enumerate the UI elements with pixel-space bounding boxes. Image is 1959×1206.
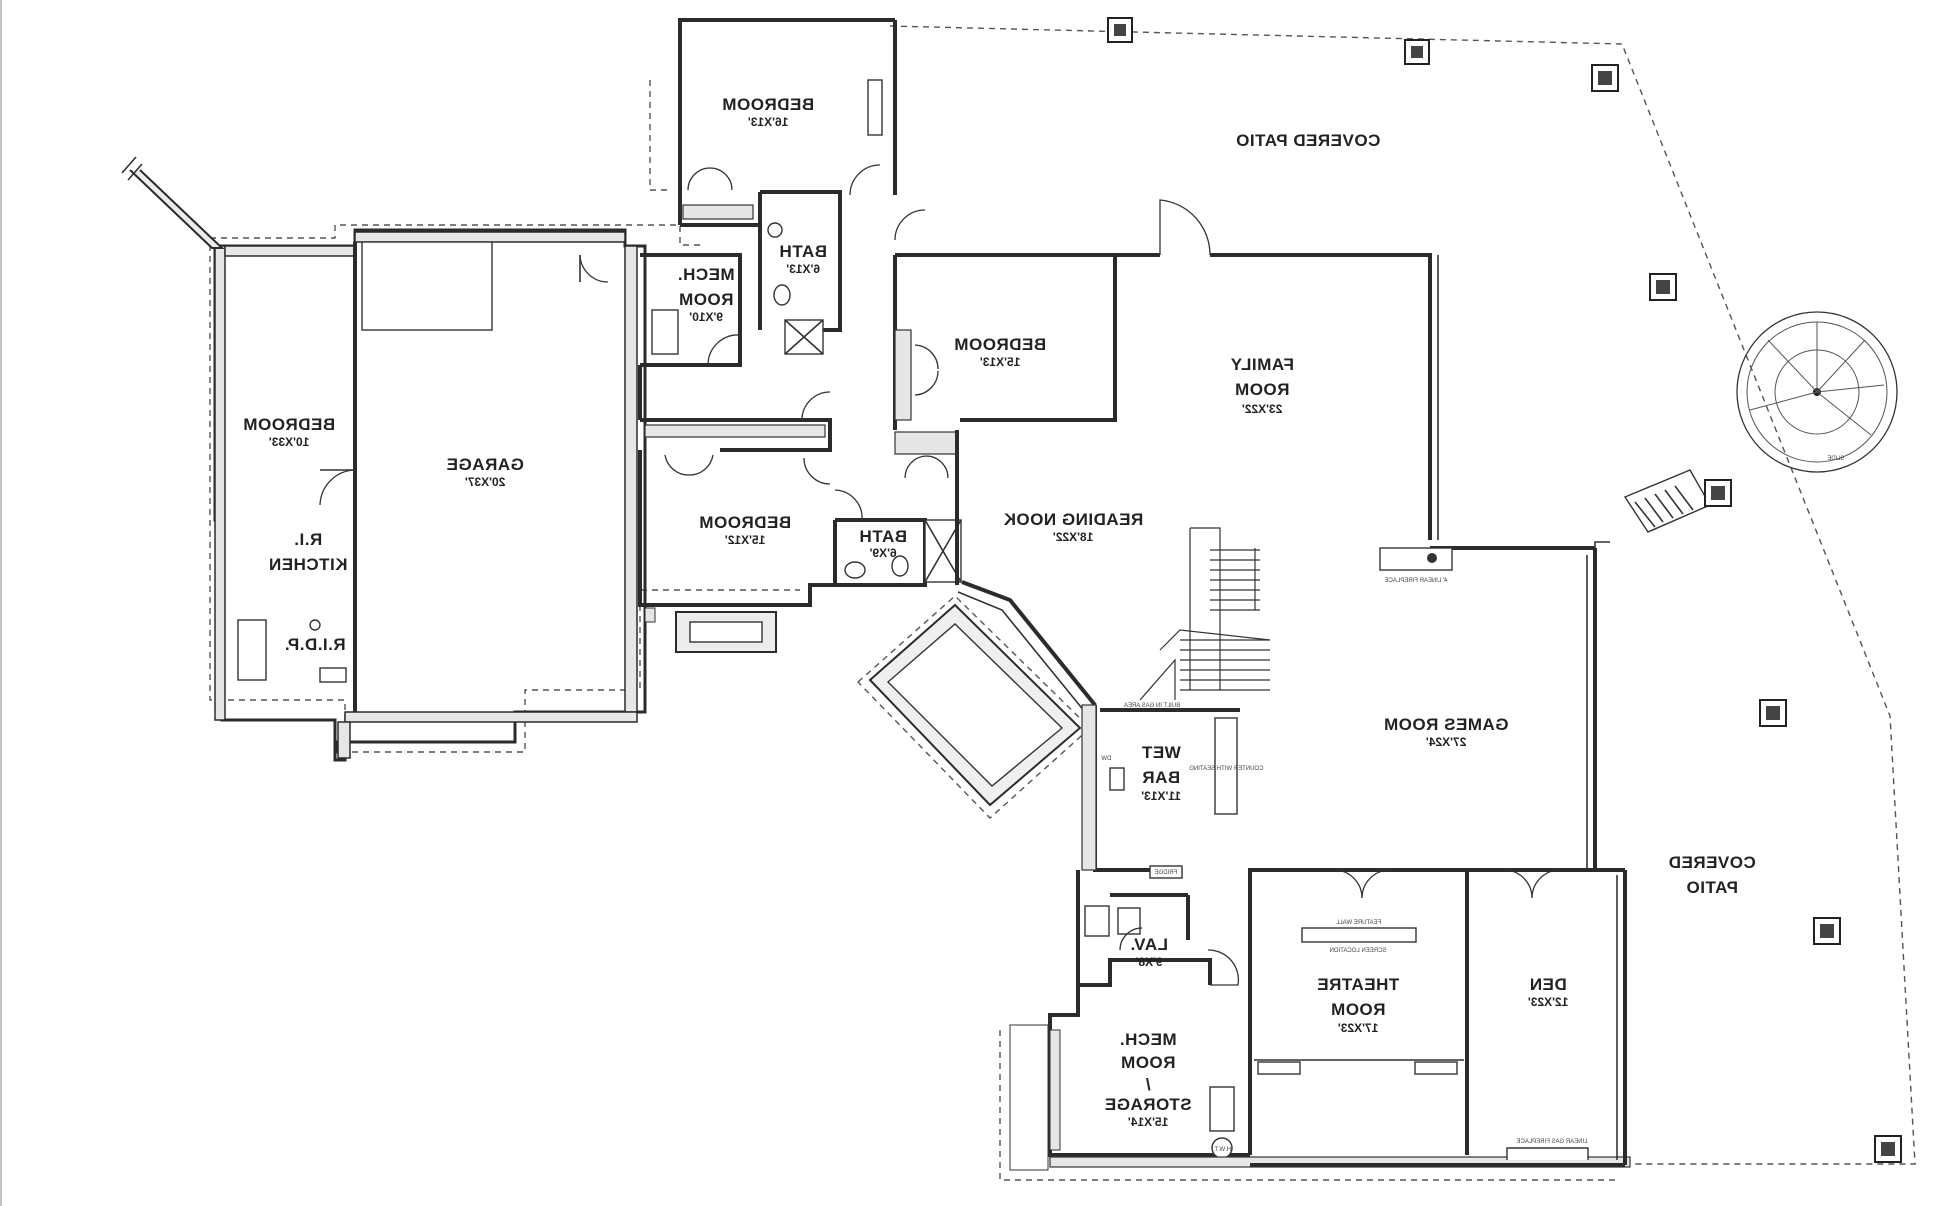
label-wet-bar-1: WET <box>1141 743 1180 762</box>
dim-bedroom-left: 10'X33' <box>269 435 310 449</box>
column-icon <box>1759 699 1787 727</box>
rail-and-spiral <box>1594 311 1898 548</box>
dim-den: 12'X23' <box>1528 995 1569 1009</box>
label-bedroom-top: BEDROOM <box>722 95 814 114</box>
dim-bedroom-middle: 15'X13' <box>980 355 1021 369</box>
label-ridp: R.I.D.P. <box>284 635 345 654</box>
column-icon <box>1107 17 1133 43</box>
label-mech-storage-2: ROOM <box>1121 1053 1176 1072</box>
note-builtin-gas: BUILT IN GAS AREA <box>1124 703 1180 709</box>
bedroom-wing <box>638 18 1117 653</box>
dim-bath-top: 6'X13' <box>786 262 820 276</box>
label-bedroom-middle: BEDROOM <box>954 335 1046 354</box>
label-bath-top: BATH <box>779 242 827 261</box>
dim-mech-top: 9'X10' <box>689 310 723 324</box>
dim-games-room: 27'X24' <box>1426 735 1467 749</box>
label-bath-lower: BATH <box>859 527 907 546</box>
label-den: DEN <box>1529 975 1566 994</box>
label-family-2: ROOM <box>1235 380 1290 399</box>
note-dw: DW <box>1101 756 1111 762</box>
patio-outline <box>209 25 1916 1181</box>
label-ri-kitchen-2: KITCHEN <box>268 555 347 574</box>
note-fireplace-den: LINEAR GAS FIREPLACE <box>1516 1139 1587 1145</box>
dim-garage: 20'X37' <box>465 475 506 489</box>
angled-bay <box>856 580 1097 819</box>
label-ri-kitchen-1: R.I. <box>294 530 322 549</box>
label-covered-patio-right-1: COVERED <box>1668 853 1756 872</box>
note-slide: SLIDE <box>1827 456 1844 462</box>
note-screen-location: SCREEN LOCATION <box>1330 948 1387 954</box>
dim-theatre: 17'X23' <box>1338 1021 1379 1035</box>
label-mech-top-1: MECH. <box>677 265 734 284</box>
label-bedroom-left: BEDROOM <box>243 415 335 434</box>
room-labels: BEDROOM 16'X13' COVERED PATIO BATH 6'X13… <box>243 95 1756 1129</box>
label-mech-storage-1: MECH. <box>1119 1030 1176 1049</box>
dim-bedroom-top: 16'X13' <box>748 115 789 129</box>
label-mech-storage-3: / <box>1145 1075 1150 1094</box>
patio-columns <box>1107 17 1902 1163</box>
dim-lav: 9'X8' <box>1135 955 1162 969</box>
dim-family: 23'X22' <box>1242 402 1283 416</box>
label-mech-storage-4: STORAGE <box>1104 1095 1191 1114</box>
dim-reading-nook: 18'X22' <box>1053 530 1094 544</box>
label-reading-nook: READING NOOK <box>1003 510 1143 529</box>
note-feature-wall: FEATURE WALL <box>1335 920 1381 926</box>
garage-wing <box>121 156 647 762</box>
label-games-room: GAMES ROOM <box>1384 715 1509 734</box>
lower-wing <box>1009 704 1631 1171</box>
dim-mech-storage: 15'X14' <box>1128 1115 1169 1129</box>
annotations: 4' LINEAR FIREPLACE LINEAR GAS FIREPLACE… <box>1101 456 1845 1153</box>
main-living <box>1115 199 1625 872</box>
label-lav: LAV. <box>1130 935 1168 954</box>
note-hwt: H.W.T. <box>1213 1147 1231 1153</box>
label-covered-patio-right-2: PATIO <box>1686 878 1738 897</box>
note-counter: COUNTER WITH SEATING <box>1189 766 1264 772</box>
column-icon <box>1404 39 1430 65</box>
column-icon <box>1704 479 1732 507</box>
dim-bath-lower: 6'X9' <box>869 546 896 560</box>
label-covered-patio-top: COVERED PATIO <box>1236 131 1381 150</box>
label-mech-top-2: ROOM <box>679 290 734 309</box>
column-icon <box>1649 273 1677 301</box>
column-icon <box>1874 1135 1902 1163</box>
column-icon <box>1591 64 1619 92</box>
theatre-den <box>1248 868 1627 1167</box>
label-theatre-2: ROOM <box>1331 1000 1386 1019</box>
column-icon <box>1813 917 1841 945</box>
label-family-1: FAMILY <box>1230 355 1294 374</box>
dim-wet-bar: 11'X13' <box>1141 789 1181 803</box>
label-garage: GARAGE <box>446 455 524 474</box>
label-bedroom-lower: BEDROOM <box>699 513 791 532</box>
note-fridge: FRIDGE <box>1155 870 1178 876</box>
stair <box>1139 527 1271 701</box>
label-theatre-1: THEATRE <box>1317 975 1400 994</box>
note-fireplace-family: 4' LINEAR FIREPLACE <box>1385 578 1448 584</box>
dim-bedroom-lower: 15'X12' <box>725 533 766 547</box>
label-wet-bar-2: BAR <box>1142 768 1180 787</box>
